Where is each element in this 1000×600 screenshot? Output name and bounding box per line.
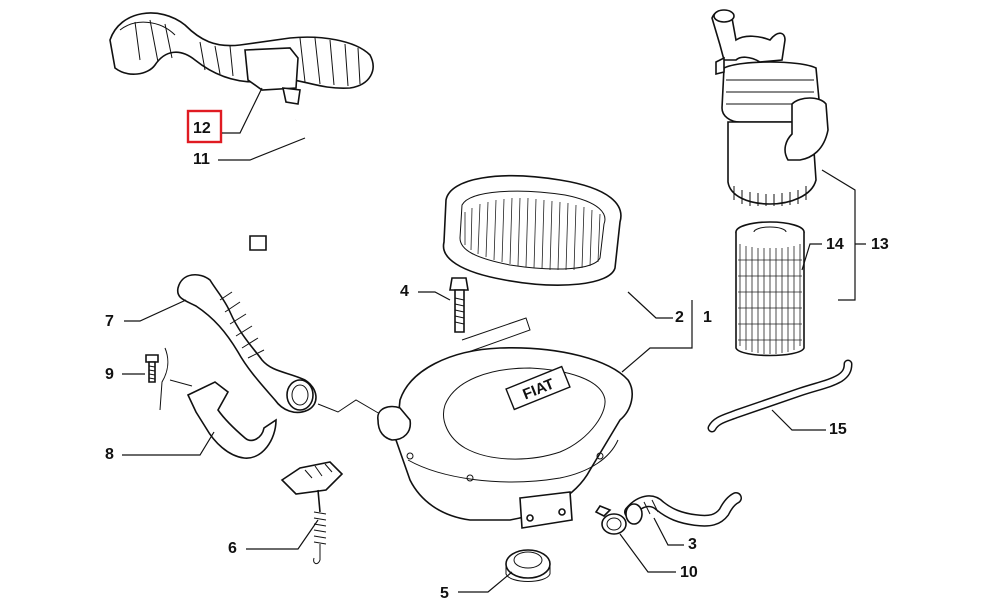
leader-1 — [621, 300, 693, 373]
breather-hose-part-11[interactable] — [247, 117, 328, 251]
callout-15[interactable]: 15 — [829, 421, 847, 438]
callout-13[interactable]: 13 — [871, 236, 889, 253]
leader-12 — [222, 87, 263, 134]
leader-3 — [653, 517, 684, 546]
resonator-hose-part-7[interactable] — [176, 273, 317, 414]
hose-part-3[interactable] — [624, 492, 742, 527]
callout-1[interactable]: 1 — [703, 309, 712, 326]
callout-6[interactable]: 6 — [228, 540, 237, 557]
leader-2 — [627, 291, 673, 319]
callout-9[interactable]: 9 — [105, 366, 114, 383]
assembly-line-7-1 — [317, 399, 381, 415]
callout-12[interactable]: 12 — [193, 120, 211, 137]
callout-4[interactable]: 4 — [400, 283, 409, 300]
pipe-part-15[interactable] — [707, 359, 853, 433]
leader-8 — [122, 431, 215, 456]
callout-14[interactable]: 14 — [826, 236, 844, 253]
air-filter-element-part-2[interactable] — [442, 175, 622, 286]
bracket-part-8[interactable] — [159, 347, 277, 459]
leader-15 — [771, 409, 826, 431]
callout-3[interactable]: 3 — [688, 536, 697, 553]
leader-6 — [246, 519, 319, 550]
intake-duct-part-12[interactable] — [109, 12, 374, 105]
callout-2[interactable]: 2 — [675, 309, 684, 326]
air-filter-housing-part-1[interactable]: FIAT — [377, 347, 633, 529]
clip-spring-part-6[interactable] — [280, 461, 344, 565]
hose-clamp-part-10[interactable] — [594, 505, 627, 535]
leader-11 — [218, 137, 306, 161]
callout-12-highlight-box — [186, 109, 223, 144]
filter-cartridge-part-14[interactable] — [735, 221, 805, 357]
filter-housing-part-13[interactable] — [711, 9, 829, 206]
callout-7[interactable]: 7 — [105, 313, 114, 330]
leader-7 — [124, 299, 187, 322]
callout-5[interactable]: 5 — [440, 585, 449, 600]
callout-11[interactable]: 11 — [193, 151, 210, 168]
callout-10[interactable]: 10 — [680, 564, 698, 581]
leader-10 — [619, 533, 676, 573]
leader-5 — [458, 571, 513, 593]
leader-13 — [821, 169, 866, 301]
grommet-part-5[interactable] — [505, 549, 551, 582]
callout-8[interactable]: 8 — [105, 446, 114, 463]
screw-part-9[interactable] — [145, 354, 159, 383]
leader-14 — [801, 243, 822, 271]
leader-4 — [418, 291, 451, 301]
bolt-part-4[interactable] — [449, 277, 469, 333]
